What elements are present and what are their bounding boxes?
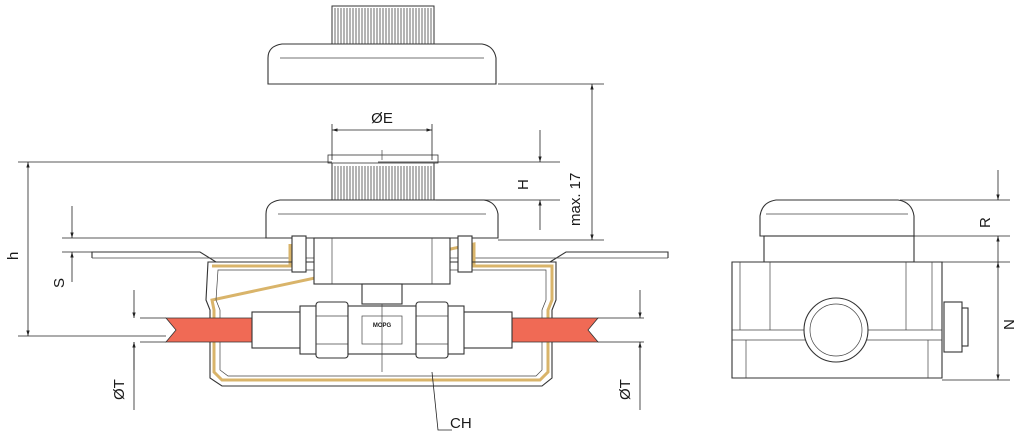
union-nut-right [415,301,449,359]
side-view: R N [731,170,1018,381]
n-label: N [1001,319,1018,330]
pipe-right [511,317,599,343]
mounting-flange [91,251,669,263]
union-nut-left [315,301,349,359]
pipe-left [165,317,253,343]
main-section-view: MOPG CH ØT ØT ØE H max. 17 [5,83,669,432]
inner-box-outline [210,242,554,382]
r-label: R [977,217,994,228]
detached-knob-assembly [267,5,497,85]
height-h-upper-label: H [515,179,532,190]
conduit-entry-icon [803,297,869,363]
s-label: S [51,278,68,288]
knob-cap-main [265,199,499,239]
spindle [313,237,451,285]
max-dim-label: max. 17 [567,173,584,226]
knurled-knob-main-icon [327,154,439,203]
diameter-t-right-label: ØT [617,379,634,400]
knob-cap-top [267,43,497,85]
diameter-t-left-label: ØT [111,379,128,400]
ch-label: CH [450,415,472,432]
knurled-knob-top-icon [331,5,435,49]
height-h-lower-label: h [5,252,22,260]
diameter-e-label: ØE [371,110,393,127]
